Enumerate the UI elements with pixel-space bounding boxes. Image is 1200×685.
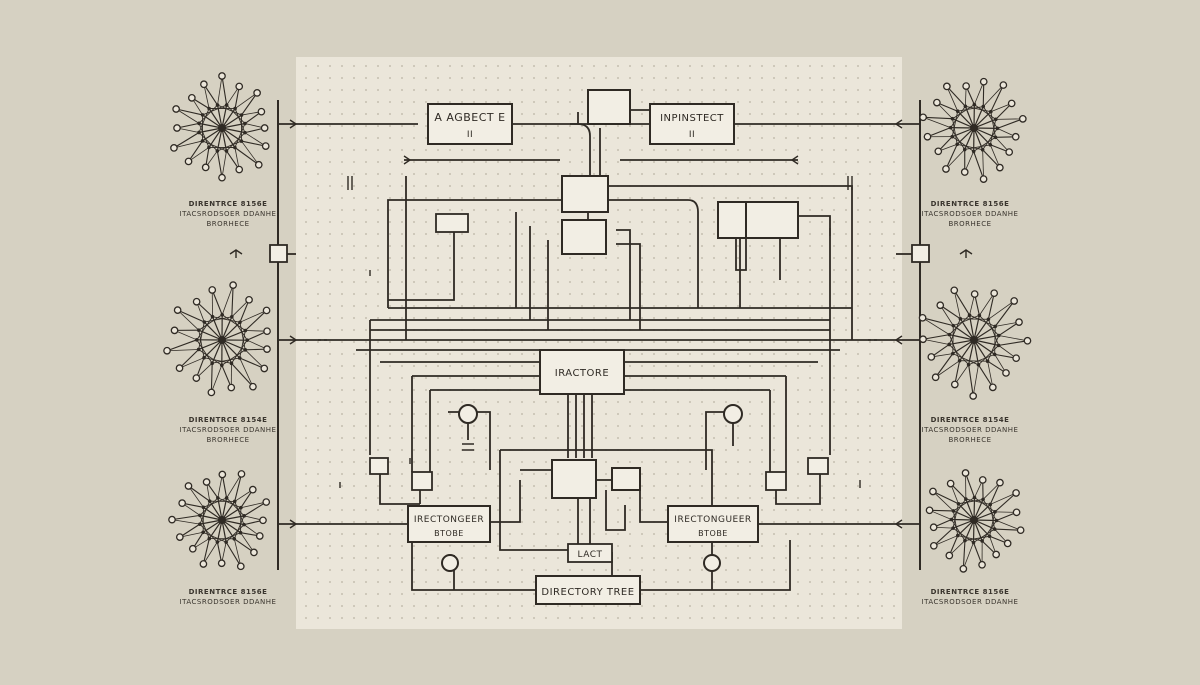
right-caption-2-line1: DIRENTRCE 8154E: [931, 416, 1010, 424]
left-caption-1-line1: DIRENTRCE 8156E: [189, 200, 268, 208]
left-caption-1-line2: ITACSRODSOER DDANHE: [180, 210, 277, 218]
left-caption-3-line1: DIRENTRCE 8156E: [189, 588, 268, 596]
junction-squares: [269, 213, 930, 491]
network-node-left-1: [170, 72, 270, 182]
left-caption-2-line2: ITACSRODSOER DDANHE: [180, 426, 277, 434]
left-caption-2-line1: DIRENTRCE 8154E: [189, 416, 268, 424]
right-caption-1-line3: BRORHECE: [948, 220, 991, 228]
lact-box: LACT: [567, 543, 613, 563]
center-box-label: IRACTORE: [555, 368, 609, 379]
right-block-a: [717, 201, 749, 239]
network-node-right-2: [918, 286, 1032, 400]
bottom-left-box-line2: BTOBE: [434, 529, 464, 538]
bottom-right-box-line2: BTOBE: [698, 529, 728, 538]
lower-center-block: [551, 459, 597, 499]
left-captions: DIRENTRCE 8156E ITACSRODSOER DDANHE BROR…: [180, 200, 277, 606]
left-caption-3-line2: ITACSRODSOER DDANHE: [180, 598, 277, 606]
bottom-left-box-line1: IRECTONGEER: [414, 515, 484, 525]
right-block-b: [745, 201, 799, 239]
dot-grid: [296, 57, 902, 629]
directory-tree-box: DIRECTORY TREE: [535, 575, 641, 605]
left-caption-1-line3: BRORHECE: [206, 220, 249, 228]
second-block: [561, 219, 607, 255]
left-caption-2-line3: BRORHECE: [206, 436, 249, 444]
right-caption-2-line2: ITACSRODSOER DDANHE: [922, 426, 1019, 434]
top-right-box-line2: II: [689, 130, 695, 140]
network-node-left-2: [163, 281, 271, 397]
terminals: [441, 404, 743, 572]
right-caption-1-line2: ITACSRODSOER DDANHE: [922, 210, 1019, 218]
right-caption-2-line3: BRORHECE: [948, 436, 991, 444]
right-caption-3-line2: ITACSRODSOER DDANHE: [922, 598, 1019, 606]
network-node-left-3: [168, 470, 271, 571]
top-right-box: INPINSTECT II: [649, 103, 735, 145]
lact-box-label: LACT: [577, 550, 602, 560]
right-captions: DIRENTRCE 8156E ITACSRODSOER DDANHE BROR…: [922, 200, 1019, 606]
top-left-box-line2: II: [467, 130, 473, 140]
ticks: [229, 119, 973, 529]
network-node-right-3: [925, 469, 1025, 573]
top-left-box-line1: A AGBECT E: [434, 111, 505, 124]
right-caption-3-line1: DIRENTRCE 8156E: [931, 588, 1010, 596]
top-small-block: [587, 89, 631, 125]
bottom-right-box-line1: IRECTONGUEER: [674, 515, 751, 525]
bottom-right-box: IRECTONGUEER BTOBE: [667, 505, 759, 543]
directory-tree-label: DIRECTORY TREE: [541, 587, 634, 598]
upper-block: [561, 175, 609, 213]
blocks: [551, 89, 799, 499]
center-box: IRACTORE: [539, 349, 625, 395]
network-nodes: [163, 72, 1032, 573]
lower-side-block: [611, 467, 641, 491]
bottom-left-box: IRECTONGEER BTOBE: [407, 505, 491, 543]
top-left-box: A AGBECT E II: [427, 103, 513, 145]
side-rails: [277, 100, 921, 570]
right-caption-1-line1: DIRENTRCE 8156E: [931, 200, 1010, 208]
top-right-box-line1: INPINSTECT: [660, 113, 724, 124]
network-node-right-1: [919, 77, 1027, 183]
